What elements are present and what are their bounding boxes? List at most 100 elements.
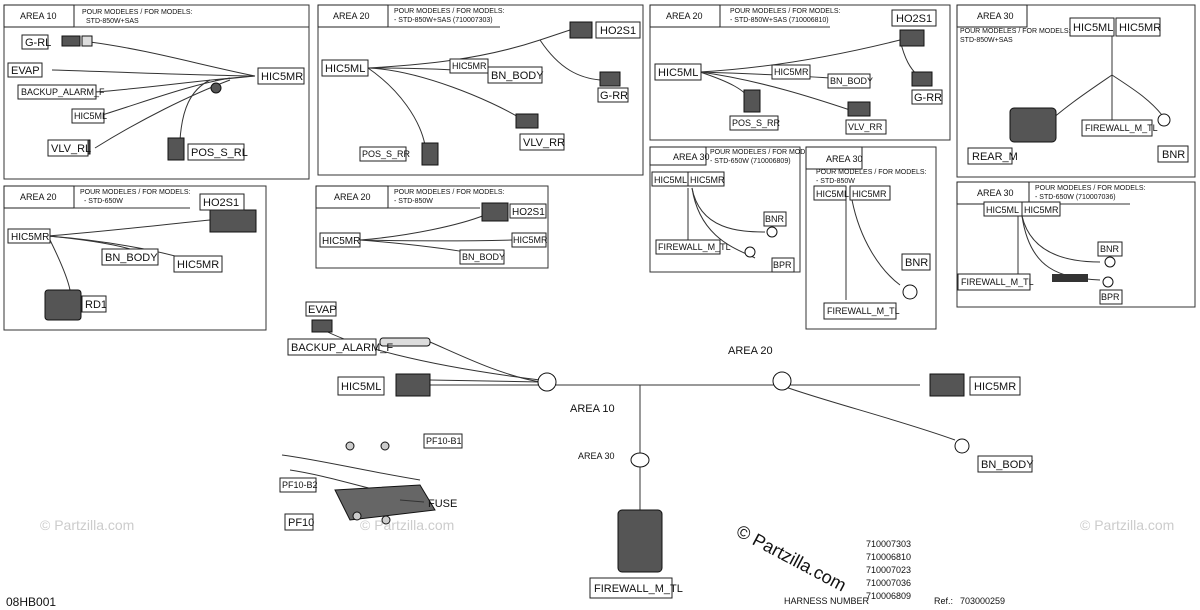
label-pf10-b1: PF10-B1 (426, 436, 462, 446)
watermark: © Partzilla.com (360, 517, 454, 533)
connector-icon (899, 29, 925, 47)
label-hic5mr: HIC5MR (690, 175, 725, 185)
label-hic5mr: HIC5MR (452, 61, 487, 71)
panel-area20-710006810: AREA 20 POUR MODELES / FOR MODELS: - STD… (649, 4, 951, 141)
connector-icon (209, 209, 257, 233)
watermarks: © Partzilla.com © Partzilla.com © Partzi… (40, 517, 1174, 533)
models-label: POUR MODELES / FOR MODELS: (710, 149, 821, 156)
ring-terminal-icon (954, 438, 970, 454)
label-evap: EVAP (11, 65, 40, 77)
harness-number: 710007303 (866, 539, 911, 549)
area-label: AREA 30 (673, 152, 710, 162)
label-hic5mr: HIC5MR (852, 189, 887, 199)
label-hic5mr: HIC5MR (11, 232, 49, 243)
label-ho2s1: HO2S1 (896, 13, 932, 25)
label-pf10-b2: PF10-B2 (282, 480, 318, 490)
ring-terminal-icon (744, 246, 756, 258)
evap-connector-icon (311, 319, 333, 333)
label-bn-body: BN_BODY (105, 252, 158, 264)
ring-terminal-icon (902, 284, 918, 300)
harness-number-label: HARNESS NUMBER (784, 596, 870, 606)
label-hic5ml: HIC5ML (986, 205, 1019, 215)
label-bnr: BNR (1100, 244, 1120, 254)
models-label: POUR MODELES / FOR MODELS: (82, 9, 193, 16)
label-hic5ml: HIC5ML (74, 111, 107, 121)
label-pos-s-rl: POS_S_RL (191, 147, 248, 159)
label-ho2s1: HO2S1 (600, 25, 636, 37)
label-vlv-rr: VLV_RR (523, 137, 565, 149)
label-ho2s1: HO2S1 (203, 197, 239, 209)
nut-icon (381, 515, 391, 525)
area-label: AREA 20 (334, 192, 371, 202)
label-area10: AREA 10 (570, 403, 615, 415)
models-value: STD-850W+SAS (960, 37, 1013, 44)
label-bn-body: BN_BODY (830, 76, 873, 86)
main-harness: EVAP BACKUP_ALARM_F HIC5ML HIC5MR BN_BOD… (287, 301, 1034, 599)
footer: 08HB001 710007303 710006810 710007023 71… (6, 521, 1005, 609)
models-value: - STD-850W+SAS (710007303) (394, 17, 493, 24)
fuse-block: PF10-B1 PF10-B2 PF10 FUSE (279, 433, 463, 531)
label-hic5mr: HIC5MR (261, 71, 303, 83)
models-value: - STD-850W (816, 178, 855, 185)
junction-area30 (630, 452, 650, 468)
label-area20: AREA 20 (728, 345, 773, 357)
harness-number: 710007023 (866, 565, 911, 575)
harness-number: 710007036 (866, 578, 911, 588)
models-value: - STD-850W (394, 198, 433, 205)
label-firewall: FIREWALL_M_TL (1085, 123, 1158, 133)
nut-icon (352, 511, 362, 521)
area-label: AREA 20 (666, 11, 703, 21)
ring-terminal-icon (1104, 256, 1116, 268)
harness-number: 710006809 (866, 591, 911, 601)
label-hic5mr-2: HIC5MR (177, 259, 219, 271)
models-label: POUR MODELES / FOR MODELS: (1035, 185, 1146, 192)
label-hic5ml: HIC5ML (654, 175, 687, 185)
label-bn-body: BN_BODY (491, 70, 544, 82)
label-hic5ml: HIC5ML (1073, 22, 1113, 34)
label-bnr: BNR (1162, 149, 1185, 161)
label-g-rl: G-RL (25, 37, 51, 49)
connector-icon (515, 113, 539, 129)
rear-connector-icon (1009, 107, 1057, 143)
models-label: POUR MODELES / FOR MODELS: (730, 8, 841, 15)
models-value: - STD-850W+SAS (710006810) (730, 17, 829, 24)
models-value: - STD-650W (710007036) (1035, 194, 1116, 201)
diagram-code: 08HB001 (6, 595, 56, 609)
connector-icon (569, 21, 593, 39)
label-hic5mr: HIC5MR (1119, 22, 1161, 34)
panel-area30-710007036: AREA 30 POUR MODELES / FOR MODELS: - STD… (956, 181, 1196, 308)
models-label: POUR MODELES / FOR MODELS: (80, 189, 191, 196)
screw-icon (345, 441, 355, 451)
panel-area20-std650w: AREA 20 POUR MODELES / FOR MODELS: - STD… (3, 185, 267, 331)
label-bn-body: BN_BODY (462, 252, 505, 262)
watermark: © Partzilla.com (1080, 517, 1174, 533)
label-backup-alarm: BACKUP_ALARM_F (21, 87, 105, 97)
ring-terminal-icon (1102, 276, 1114, 288)
area-label: AREA 20 (333, 11, 370, 21)
junction-area10 (537, 372, 557, 392)
models-label: POUR MODELES / FOR MODELS: (816, 169, 927, 176)
firewall-connector-icon (617, 509, 663, 573)
label-g-rr: G-RR (914, 92, 942, 104)
label-hic5ml: HIC5ML (658, 67, 698, 79)
connector-icon (61, 35, 81, 47)
label-hic5mr: HIC5MR (322, 236, 360, 247)
label-rd1: RD1 (85, 299, 107, 311)
backup-alarm-connector-icon (379, 337, 431, 347)
label-backup-alarm: BACKUP_ALARM_F (291, 342, 393, 354)
label-fuse: FUSE (428, 498, 457, 510)
models-value: - STD-650W (710006809) (710, 158, 791, 165)
label-bnr: BNR (765, 214, 785, 224)
connector-icon (167, 137, 185, 161)
copyright: © Partzilla.com (733, 521, 849, 596)
label-bn-body: BN_BODY (981, 459, 1034, 471)
label-hic5mr: HIC5MR (1024, 205, 1059, 215)
panel-area30-710006809: AREA 30 POUR MODELES / FOR MODELS: - STD… (649, 146, 821, 273)
label-g-rr: G-RR (600, 90, 628, 102)
models-value: STD-850W+SAS (86, 18, 139, 25)
connector-icon (421, 142, 439, 166)
label-hic5mr: HIC5MR (774, 67, 809, 77)
connector-icon (481, 202, 509, 222)
label-firewall: FIREWALL_M_TL (827, 306, 900, 316)
